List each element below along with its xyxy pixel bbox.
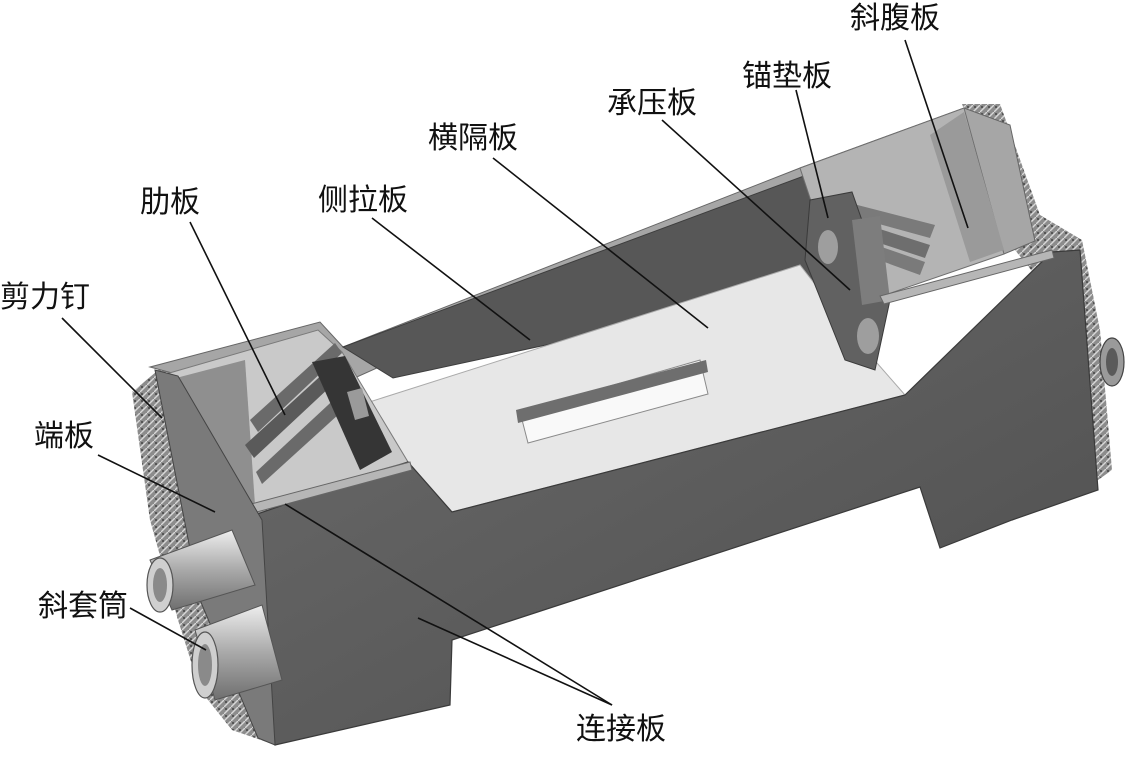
label-lianjieban: 连接板 bbox=[576, 712, 666, 747]
right-anchor-hole-upper bbox=[818, 230, 838, 264]
leader-duanban bbox=[97, 454, 216, 513]
label-chengyaban: 承压板 bbox=[607, 86, 697, 121]
label-jianliding: 剪力钉 bbox=[0, 280, 90, 315]
label-xiefuban: 斜腹板 bbox=[850, 1, 940, 36]
leader-maodianban bbox=[795, 89, 829, 219]
right-bearing-plate bbox=[852, 216, 890, 305]
right-anchor-hole-lower bbox=[857, 318, 879, 354]
right-slant-web bbox=[930, 112, 1004, 262]
left-inner-dark bbox=[176, 360, 255, 505]
label-maodianban: 锚垫板 bbox=[742, 59, 832, 94]
leader-hengeban bbox=[492, 157, 709, 329]
leader-jianliding bbox=[61, 317, 163, 419]
floor-bar bbox=[516, 360, 708, 423]
left-anchor-hole bbox=[347, 388, 369, 420]
front-side-plate bbox=[239, 249, 1099, 746]
leader-xiefuban bbox=[904, 39, 969, 229]
label-leiban: 肋板 bbox=[140, 185, 200, 220]
leader-lines bbox=[61, 39, 969, 706]
leader-lianjieban-1 bbox=[284, 503, 613, 706]
leader-celaban bbox=[371, 217, 531, 341]
leader-chengyaban bbox=[661, 119, 851, 291]
label-celaban: 侧拉板 bbox=[318, 183, 408, 218]
leader-xietaotong bbox=[129, 607, 207, 651]
label-duanban: 端板 bbox=[34, 419, 94, 454]
right-end-plate bbox=[879, 249, 1055, 305]
inclined-sleeve-upper bbox=[146, 529, 256, 613]
leader-leiban bbox=[189, 221, 286, 416]
inclined-sleeve-right bbox=[1099, 337, 1125, 387]
label-hengeban: 横隔板 bbox=[428, 121, 518, 156]
left-anchor-plate bbox=[312, 356, 392, 470]
inclined-sleeve-lower bbox=[191, 604, 283, 701]
leader-lianjieban-2 bbox=[417, 617, 613, 706]
label-xietaotong: 斜套筒 bbox=[38, 589, 128, 624]
